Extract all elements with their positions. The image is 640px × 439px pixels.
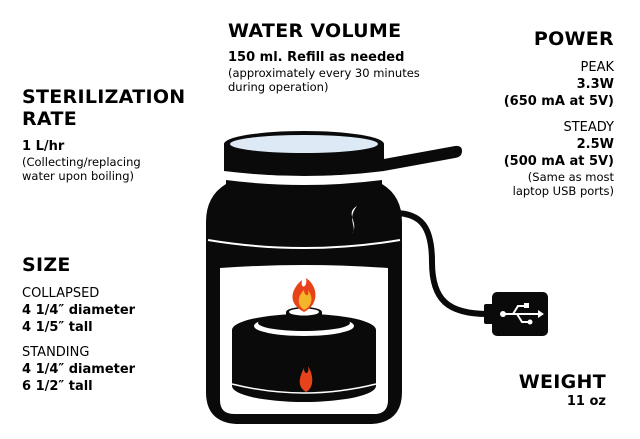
steam-icon	[351, 206, 357, 234]
pot-handle	[378, 145, 462, 172]
steady-note-2: laptop USB ports)	[512, 184, 614, 198]
sterilization-heading-2: RATE	[22, 108, 77, 130]
weight-heading: WEIGHT	[518, 371, 606, 393]
water-volume-section: WATER VOLUME 150 ml. Refill as needed (a…	[228, 20, 420, 94]
sterilization-value: 1 L/hr	[22, 139, 65, 154]
peak-label: PEAK	[580, 60, 614, 75]
steady-value: 2.5W	[576, 137, 614, 152]
sterilization-note-1: (Collecting/replacing	[22, 155, 141, 169]
usb-icon	[500, 303, 544, 325]
flame-icon	[292, 278, 316, 312]
sterilization-note-2: water upon boiling)	[22, 169, 134, 183]
weight-section: WEIGHT 11 oz	[519, 371, 606, 410]
size-section: SIZE COLLAPSED 4 1/4″ diameter 4 1/5″ ta…	[22, 254, 135, 395]
water-surface	[230, 135, 378, 153]
power-section: POWER PEAK 3.3W (650 mA at 5V) STEADY 2.…	[504, 28, 614, 198]
water-volume-note-1: (approximately every 30 minutes	[228, 66, 420, 80]
burner	[231, 307, 377, 402]
weight-value: 11 oz	[566, 394, 606, 409]
water-volume-note-2: during operation)	[228, 80, 329, 94]
pot	[224, 131, 384, 176]
standing-tall: 6 1/2″ tall	[22, 379, 93, 394]
collapsed-diameter: 4 1/4″ diameter	[22, 303, 136, 318]
sterilization-section: STERILIZATION RATE 1 L/hr (Collecting/re…	[22, 86, 186, 183]
water-volume-value: 150 ml. Refill as needed	[228, 50, 405, 65]
power-heading: POWER	[533, 28, 614, 50]
peak-value: 3.3W	[576, 77, 614, 92]
collapsed-tall: 4 1/5″ tall	[22, 320, 93, 335]
sterilization-heading-1: STERILIZATION	[22, 86, 186, 108]
steady-note-1: (Same as most	[527, 170, 614, 184]
peak-detail: (650 mA at 5V)	[503, 94, 614, 109]
power-cord	[389, 209, 491, 317]
steady-label: STEADY	[563, 120, 614, 135]
flame-logo-icon	[299, 366, 313, 392]
collapsed-label: COLLAPSED	[22, 286, 100, 301]
standing-diameter: 4 1/4″ diameter	[22, 362, 136, 377]
steady-detail: (500 mA at 5V)	[503, 154, 614, 169]
standing-label: STANDING	[22, 345, 90, 360]
water-volume-heading: WATER VOLUME	[228, 20, 402, 42]
size-heading: SIZE	[22, 254, 71, 276]
